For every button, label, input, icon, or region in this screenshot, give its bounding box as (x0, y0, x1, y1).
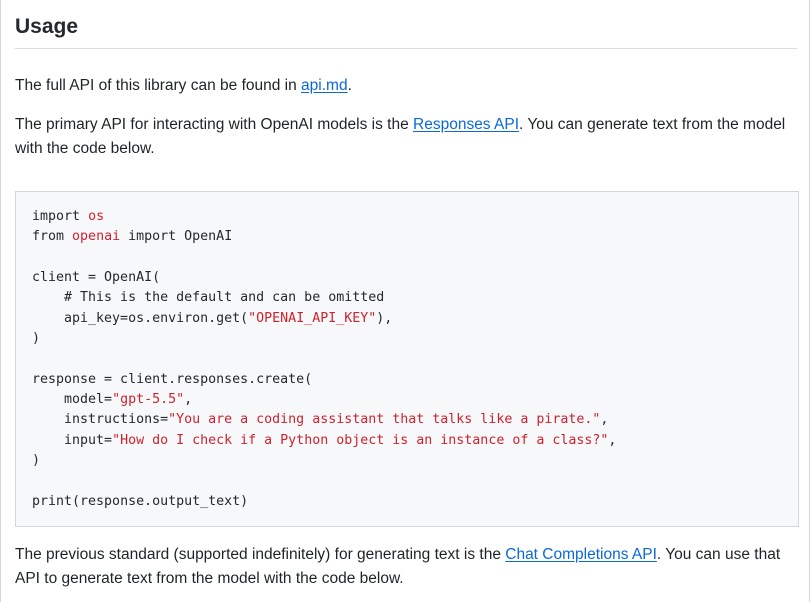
code-text (64, 229, 72, 244)
code-text: , (608, 433, 617, 448)
responses-api-link[interactable]: Responses API (413, 116, 519, 133)
paragraph-text: The full API of this library can be foun… (15, 77, 302, 94)
code-string: "gpt-5.5" (112, 392, 185, 407)
code-text: ), (376, 311, 393, 326)
code-line: api_key=os.environ.get("OPENAI_API_KEY")… (32, 309, 392, 329)
chat-completions-paragraph: The previous standard (supported indefin… (15, 543, 797, 591)
code-module: openai (72, 229, 121, 244)
code-text: , (184, 392, 193, 407)
code-text: input= (32, 433, 113, 448)
code-text: model= (32, 392, 113, 407)
code-line: input="How do I check if a Python object… (32, 431, 616, 451)
code-string: "You are a coding assistant that talks l… (168, 412, 601, 427)
paragraph-text: The primary API for interacting with Ope… (15, 116, 414, 133)
code-text: instructions= (32, 412, 169, 427)
code-text: , (600, 412, 609, 427)
code-keyword: import (128, 229, 177, 244)
code-line: ) (32, 331, 41, 346)
code-text: api_key=os.environ.get( (32, 311, 249, 326)
paragraph-text: . You can use that API to generate text … (15, 546, 781, 587)
code-line: import os (32, 207, 104, 227)
code-line: client = OpenAI( (32, 270, 161, 285)
code-keyword: from (32, 229, 65, 244)
code-comment: # This is the default and can be omitted (32, 290, 385, 305)
responses-api-paragraph: The primary API for interacting with Ope… (15, 113, 797, 161)
code-line: model="gpt-5.5", (32, 390, 192, 410)
api-reference-paragraph: The full API of this library can be foun… (15, 74, 797, 98)
code-line: print(response.output_text) (32, 492, 248, 512)
paragraph-text: . (347, 77, 352, 94)
paragraph-text: . You can generate text from the model w… (15, 116, 786, 157)
code-line: from openai import OpenAI (32, 227, 232, 247)
heading-divider (15, 48, 797, 49)
code-text: OpenAI (176, 229, 233, 244)
code-module: os (88, 209, 105, 224)
code-builtin: print (32, 494, 73, 509)
code-line: response = client.responses.create( (32, 372, 313, 387)
code-keyword: import (32, 209, 81, 224)
code-block[interactable]: import os from openai import OpenAI clie… (15, 191, 799, 527)
api-md-link[interactable]: api.md (301, 77, 348, 94)
paragraph-text: The previous standard (supported indefin… (15, 546, 506, 563)
code-string: "OPENAI_API_KEY" (248, 311, 377, 326)
section-heading-usage: Usage (15, 15, 79, 38)
code-text (80, 209, 88, 224)
code-text (120, 229, 128, 244)
chat-completions-api-link[interactable]: Chat Completions API (505, 546, 657, 563)
code-string: "How do I check if a Python object is an… (112, 433, 609, 448)
code-line: instructions="You are a coding assistant… (32, 410, 608, 430)
code-text: (response.output_text) (72, 494, 249, 509)
code-line: ) (32, 453, 41, 468)
